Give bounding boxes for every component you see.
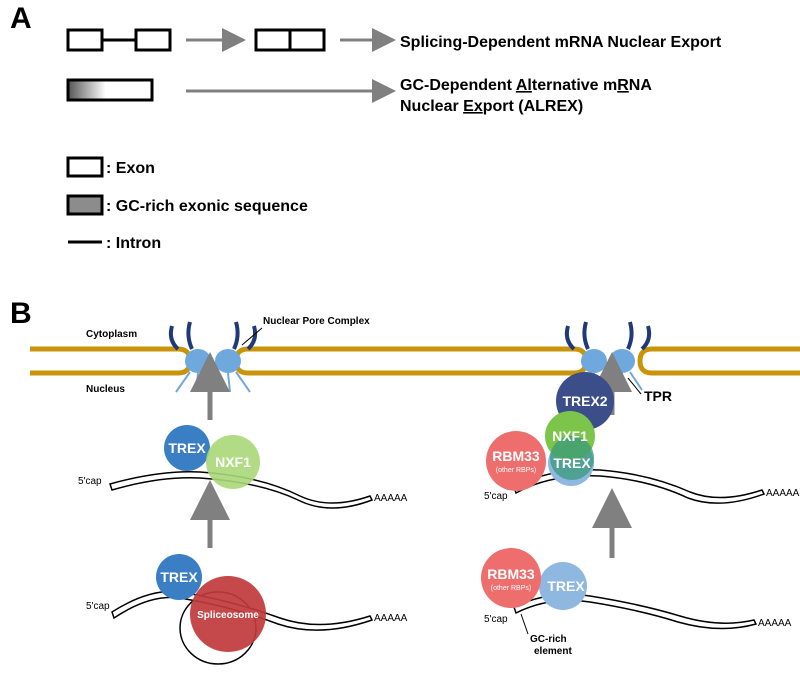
panel-a-label: A xyxy=(10,2,32,35)
mrna-right-lower xyxy=(513,593,758,630)
nucleus-label: Nucleus xyxy=(86,384,125,395)
nxf1-label-right-upper: NXF1 xyxy=(552,428,588,444)
alrex-label-line2: Nuclear Export (ALREX) xyxy=(400,98,583,115)
rbm33-complex-right-lower xyxy=(481,548,541,608)
nuclear-pore-complex-left xyxy=(168,321,258,393)
trex-complex-left-upper xyxy=(164,425,210,471)
legend-intron-label: : Intron xyxy=(106,235,161,252)
mature-mrna-diagram xyxy=(254,28,326,52)
spliceosome-label: Spliceosome xyxy=(197,610,259,621)
legend-gc-swatch xyxy=(66,194,104,216)
polya-label-right-upper: AAAAA xyxy=(766,488,800,499)
gc-element-label-2: element xyxy=(534,646,572,657)
trex2-label: TREX2 xyxy=(562,393,607,409)
nxf1-label-left-upper: NXF1 xyxy=(215,454,251,470)
rbm33-complex-right-upper xyxy=(486,431,546,491)
gc-rich-exon-diagram xyxy=(66,78,154,102)
rbm33-label-right-upper: RBM33 xyxy=(492,448,540,464)
tpr-pointer xyxy=(627,377,642,395)
cytoplasm-label: Cytoplasm xyxy=(86,329,137,340)
polya-label-left-lower: AAAAA xyxy=(374,613,408,624)
legend-gc-label: : GC-rich exonic sequence xyxy=(106,198,308,215)
npc-pointer xyxy=(241,327,263,346)
spliceosome-complex xyxy=(190,576,266,652)
mrna-left-upper xyxy=(109,471,374,509)
nuclear-envelope xyxy=(30,346,800,376)
cap-label-right-upper: 5'cap xyxy=(484,491,508,502)
trex-label-right-lower: TREX xyxy=(547,578,585,594)
cap-label-right-lower: 5'cap xyxy=(484,614,508,625)
other-rbps-label-right-lower: (other RBPs) xyxy=(491,585,531,592)
rbm33-label-right-lower: RBM33 xyxy=(487,566,535,582)
trex-complex-right-lower xyxy=(539,562,587,610)
legend-exon-swatch xyxy=(66,156,104,178)
cap-label-left-upper: 5'cap xyxy=(78,476,102,487)
legend-exon-label: : Exon xyxy=(106,160,155,177)
polya-label-right-lower: AAAAA xyxy=(758,618,792,629)
tpr-label: TPR xyxy=(644,388,672,404)
gc-element-pointer xyxy=(520,613,529,635)
trex-complex-left-lower xyxy=(156,554,202,600)
legend: : Exon : GC-rich exonic sequence : Intro… xyxy=(66,156,308,252)
trex-label-left-upper: TREX xyxy=(168,440,206,456)
panel-b-label: B xyxy=(10,297,32,330)
trex-complex-right-upper xyxy=(550,436,594,480)
pre-mrna-spliced-diagram xyxy=(66,28,172,52)
nxf1-complex-left-upper xyxy=(206,435,260,489)
splicing-dependent-label: Splicing-Dependent mRNA Nuclear Export xyxy=(400,34,722,51)
gc-element-label-1: GC-rich xyxy=(530,634,567,645)
trex-label-right-upper: TREX xyxy=(553,455,591,471)
alrex-label-line1: GC-Dependent Alternative mRNA xyxy=(400,77,652,94)
npc-label: Nuclear Pore Complex xyxy=(263,316,370,327)
trex-label-left-lower: TREX xyxy=(160,569,198,585)
mrna-right-upper xyxy=(513,469,766,504)
polya-label-left-upper: AAAAA xyxy=(374,493,408,504)
cap-label-left-lower: 5'cap xyxy=(86,601,110,612)
other-rbps-label-right-upper: (other RBPs) xyxy=(496,467,536,474)
